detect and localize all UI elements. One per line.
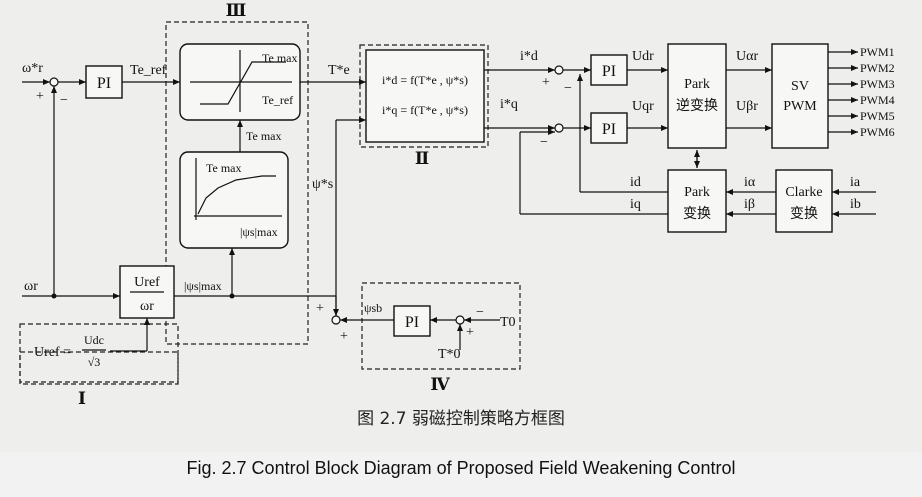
speed-sum-minus: − xyxy=(60,93,68,108)
te-ref-label: Te_ref xyxy=(130,63,167,78)
current-calc-block xyxy=(365,49,485,143)
d-current-sum-junction xyxy=(554,65,564,75)
d-sum-plus: + xyxy=(542,75,550,90)
ibeta-label: iβ xyxy=(744,197,755,212)
speed-pi-label: PI xyxy=(97,75,111,92)
ratio-numerator: Uref xyxy=(134,275,160,290)
pwm-output-label: PWM1 xyxy=(860,45,895,59)
uqr-label: Uqr xyxy=(632,99,654,114)
region-i-label: Ⅰ xyxy=(78,389,86,408)
psi-max-junction-dot xyxy=(229,293,235,299)
ib-label: ib xyxy=(850,197,861,212)
psi-s-star-label: ψ*s xyxy=(312,177,333,192)
park-label-1: Park xyxy=(684,185,710,200)
svpwm-block xyxy=(771,43,829,149)
pwm-output-label: PWM2 xyxy=(860,61,895,75)
control-block-diagram: PI PI PI PI Park 逆变换 Park 变换 Clarke 变换 S… xyxy=(19,1,895,408)
q-current-sum-junction xyxy=(554,123,564,133)
region-i-box xyxy=(19,323,179,385)
id-star-label: i*d xyxy=(520,49,538,64)
omega-ref-label: ω*r xyxy=(22,61,43,76)
svpwm-label-2: PWM xyxy=(783,99,817,114)
t0-star-label: T*0 xyxy=(438,347,461,362)
ia-label: ia xyxy=(850,175,861,190)
pwm-output-label: PWM4 xyxy=(860,93,895,107)
region-ii-label: Ⅱ xyxy=(415,149,429,168)
speed-pi-block xyxy=(85,65,123,99)
park-inverse-block xyxy=(667,43,727,149)
t0-sum-plus: + xyxy=(466,325,474,340)
region-iv-label: Ⅳ xyxy=(430,375,450,394)
te-max-upper-label: Te max xyxy=(262,51,297,65)
ialpha-label: iα xyxy=(744,175,756,190)
pwm-output-label: PWM3 xyxy=(860,77,895,91)
te-ref-limit-label: Te_ref xyxy=(262,93,293,107)
t0-label: T0 xyxy=(500,315,516,330)
uref-equation-lhs: Uref = xyxy=(34,345,71,360)
figure-caption-english: Fig. 2.7 Control Block Diagram of Propos… xyxy=(186,458,736,478)
clarke-transform-block xyxy=(775,169,833,233)
ubeta-label: Uβr xyxy=(736,99,758,114)
pwm-output-label: PWM5 xyxy=(860,109,895,123)
ualpha-label: Uαr xyxy=(736,49,758,64)
omega-r-junction-dot xyxy=(51,293,57,299)
id-formula: i*d = f(T*e , ψ*s) xyxy=(382,73,468,87)
d-pi-label: PI xyxy=(602,63,616,80)
psi-max-curve-label: |ψs|max xyxy=(240,225,278,239)
te-star-label: T*e xyxy=(328,63,350,78)
flux-pi-label: PI xyxy=(405,314,419,331)
psi-max-label: |ψs|max xyxy=(184,279,222,293)
uref-equation-num: Udc xyxy=(84,333,104,347)
speed-sum-junction xyxy=(49,77,59,87)
park-transform-block xyxy=(667,169,727,233)
t0-sum-minus: − xyxy=(476,305,484,320)
svpwm-label-1: SV xyxy=(791,79,809,94)
speed-sum-plus: + xyxy=(36,89,44,104)
clarke-label-2: 变换 xyxy=(790,205,818,222)
te-max-mid-label: Te max xyxy=(246,129,281,143)
flux-sum-plus-left: + xyxy=(316,301,324,316)
torque-max-curve xyxy=(194,158,282,220)
psi-sb-label: ψsb xyxy=(364,301,382,315)
q-pi-label: PI xyxy=(602,121,616,138)
torque-limit-curve xyxy=(190,50,292,112)
iq-formula: i*q = f(T*e , ψ*s) xyxy=(382,103,468,117)
flux-sum-plus-bottom: + xyxy=(340,329,348,344)
omega-r-label: ωr xyxy=(24,279,38,294)
ratio-denominator: ωr xyxy=(140,299,154,314)
iq-star-label: i*q xyxy=(500,97,518,112)
region-iv-box xyxy=(361,282,521,370)
figure-caption-chinese: 图 2.7 弱磁控制策略方框图 xyxy=(357,409,565,429)
q-sum-minus: − xyxy=(540,135,548,150)
uref-equation-den: √3 xyxy=(88,355,101,369)
clarke-label-1: Clarke xyxy=(785,185,822,200)
park-inverse-label-1: Park xyxy=(684,77,710,92)
region-iii-label: Ⅲ xyxy=(226,1,247,20)
d-sum-minus: − xyxy=(564,81,572,96)
te-max-curve-label: Te max xyxy=(206,161,241,175)
saturation-curve xyxy=(200,61,286,105)
park-label-2: 变换 xyxy=(683,205,711,222)
torque-ripple-sum-junction xyxy=(455,315,465,325)
region-ii-box xyxy=(359,44,489,148)
flux-sum-junction xyxy=(331,315,341,325)
pwm-output-lines xyxy=(828,49,858,135)
pwm-output-label: PWM6 xyxy=(860,125,895,139)
park-inverse-label-2: 逆变换 xyxy=(676,97,718,114)
iq-label: iq xyxy=(630,197,641,212)
udr-label: Udr xyxy=(632,49,654,64)
id-label: id xyxy=(630,175,641,190)
te-max-curve xyxy=(197,175,276,215)
